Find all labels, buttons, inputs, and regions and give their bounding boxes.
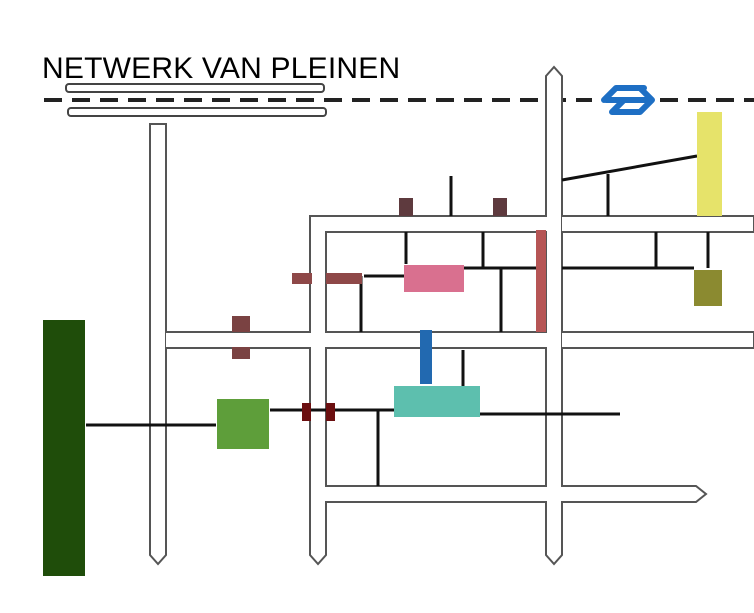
marker-brown <box>232 347 250 359</box>
marker-brown <box>326 273 362 284</box>
square-turquoise <box>394 386 480 417</box>
ns-railway-logo-icon <box>592 85 658 115</box>
marker-dark-red <box>326 403 335 421</box>
road-horizontal-mid-right <box>561 331 754 349</box>
small-markers <box>232 198 507 421</box>
road-horizontal-mid <box>325 331 547 349</box>
connector-lines <box>86 154 710 486</box>
road-network <box>149 65 754 566</box>
road-horizontal-bottom <box>325 485 708 503</box>
square-yellow <box>697 112 722 216</box>
park-area-dark-green <box>43 320 85 576</box>
marker-brown <box>399 198 413 216</box>
square-pink <box>404 265 464 292</box>
bar-red <box>536 230 546 332</box>
marker-brown <box>232 316 250 332</box>
bar-blue <box>420 330 432 384</box>
squares <box>43 112 722 576</box>
station-platforms <box>65 83 327 117</box>
road-horizontal-upper <box>309 215 547 233</box>
road-junction-fills <box>151 217 568 509</box>
marker-brown <box>493 198 507 216</box>
square-olive <box>694 270 722 306</box>
road-vertical-middle <box>309 215 327 566</box>
marker-brown <box>292 273 312 284</box>
road-horizontal-upper-right <box>561 215 754 233</box>
square-green <box>217 399 269 449</box>
marker-dark-red <box>302 403 311 421</box>
road-horizontal-mid-left <box>165 331 311 349</box>
road-vertical-right <box>545 65 563 566</box>
